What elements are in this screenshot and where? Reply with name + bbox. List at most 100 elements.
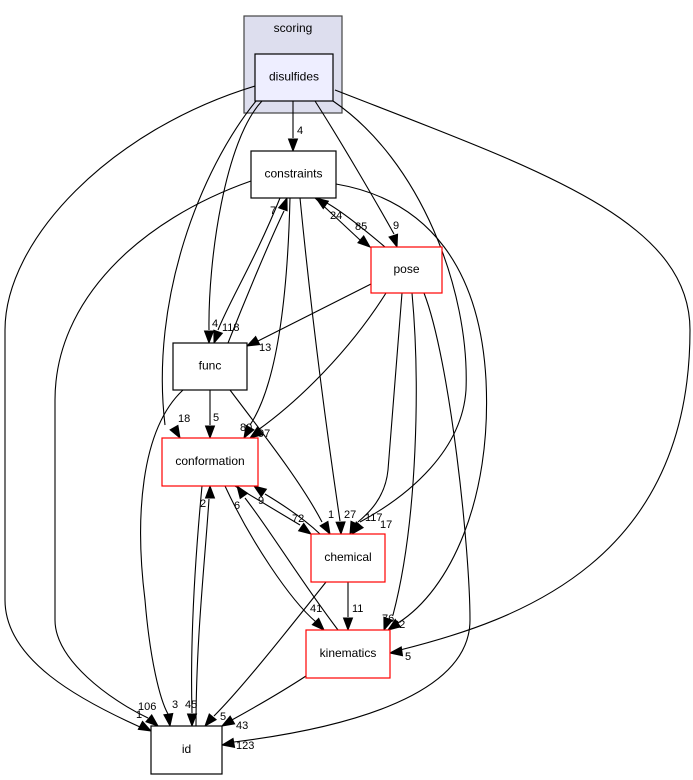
edge-line	[217, 197, 281, 331]
edge-disulfides-to-pose[interactable]	[314, 100, 399, 249]
node-box[interactable]	[172, 342, 248, 391]
node-label[interactable]: func	[199, 359, 222, 373]
edge-constraints-to-kinematics[interactable]	[335, 183, 488, 631]
node-kinematics[interactable]: kinematics	[305, 629, 391, 679]
edge-pose-to-constraints[interactable]	[314, 197, 386, 248]
edge-label[interactable]: 13	[259, 342, 271, 354]
edge-line	[191, 485, 203, 714]
edge-label[interactable]: 97	[258, 428, 270, 440]
edge-label[interactable]: 4	[297, 125, 303, 137]
node-pose[interactable]: pose	[370, 246, 443, 294]
edge-constraints-to-conformation[interactable]	[243, 197, 291, 440]
edge-line	[208, 100, 263, 331]
edge-label[interactable]: 6	[234, 500, 240, 512]
edge-label[interactable]: 123	[236, 740, 254, 752]
edge-chemical-to-kinematics[interactable]	[342, 582, 354, 632]
node-label[interactable]: id	[182, 742, 191, 756]
node-box[interactable]	[161, 437, 259, 487]
edge-label[interactable]: 106	[138, 701, 156, 713]
edge-label[interactable]: 17	[380, 519, 392, 531]
node-box[interactable]	[150, 725, 223, 775]
edge-label[interactable]: 4	[212, 318, 218, 330]
edge-label[interactable]: 45	[185, 699, 197, 711]
edge-disulfides-to-conformation[interactable]	[161, 100, 257, 440]
edge-label[interactable]: 85	[355, 221, 367, 233]
edge-line	[140, 389, 184, 715]
edge-label[interactable]: 24	[330, 210, 342, 222]
edge-label[interactable]: 27	[344, 509, 356, 521]
edge-label[interactable]: 1	[136, 709, 142, 721]
edge-chemical-to-conformation[interactable]	[252, 485, 321, 535]
edge-label[interactable]: 80	[240, 422, 252, 434]
edge-kinematics-to-id[interactable]	[220, 675, 307, 727]
edge-label[interactable]: 72	[292, 513, 304, 525]
node-label[interactable]: disulfides	[269, 70, 319, 84]
edge-line	[299, 197, 341, 522]
edge-label[interactable]: 18	[178, 413, 190, 425]
arrowhead-icon	[277, 196, 288, 212]
node-disulfides[interactable]: disulfides	[254, 53, 334, 102]
arrowhead-icon	[388, 233, 399, 249]
edge-disulfides-to-constraints[interactable]	[287, 101, 299, 153]
edge-disulfides-to-id[interactable]	[4, 85, 256, 732]
edge-label[interactable]: 76	[382, 613, 394, 625]
edge-label[interactable]: 5	[220, 711, 226, 723]
arrowhead-icon	[314, 197, 330, 210]
edge-pose-to-kinematics[interactable]	[383, 292, 417, 632]
edge-pose-to-chemical[interactable]	[349, 292, 403, 536]
node-constraints[interactable]: constraints	[250, 150, 337, 199]
edge-pose-to-func[interactable]	[245, 283, 372, 347]
edge-conformation-to-id[interactable]	[186, 485, 203, 728]
node-box[interactable]	[305, 629, 391, 679]
node-label[interactable]: kinematics	[320, 646, 377, 660]
edge-label[interactable]: 22	[393, 619, 405, 631]
node-func[interactable]: func	[172, 342, 248, 391]
node-box[interactable]	[250, 150, 337, 199]
node-label[interactable]: conformation	[175, 454, 244, 468]
arrowhead-icon	[203, 330, 215, 345]
edge-func-to-conformation[interactable]	[204, 390, 216, 440]
edge-label[interactable]: 5	[405, 651, 411, 663]
node-box[interactable]	[370, 246, 443, 294]
edge-label[interactable]: 2	[200, 498, 206, 510]
edge-conformation-to-kinematics[interactable]	[224, 485, 326, 632]
edge-label[interactable]: 118	[222, 322, 240, 334]
edge-pose-to-conformation[interactable]	[248, 292, 387, 439]
edge-line	[392, 292, 417, 616]
edge-pose-to-id[interactable]	[220, 292, 471, 748]
edge-label[interactable]: 5	[213, 412, 219, 424]
edge-kinematics-to-conformation[interactable]	[236, 484, 339, 631]
edge-id-to-conformation[interactable]	[195, 484, 216, 727]
edge-constraints-to-id[interactable]	[54, 180, 252, 727]
edge-line	[335, 183, 488, 624]
node-id[interactable]: id	[150, 725, 223, 775]
edge-line	[334, 89, 691, 651]
node-box[interactable]	[310, 533, 386, 583]
node-label[interactable]: pose	[393, 262, 419, 276]
edge-chemical-to-id[interactable]	[204, 581, 327, 728]
edge-func-to-constraints[interactable]	[227, 196, 288, 344]
edge-label[interactable]: 1	[328, 509, 334, 521]
edge-label[interactable]: 9	[393, 220, 399, 232]
edge-disulfides-to-func[interactable]	[203, 100, 263, 345]
edge-label[interactable]: 117	[365, 512, 383, 524]
edge-constraints-to-chemical[interactable]	[299, 197, 346, 536]
edge-label[interactable]: 43	[236, 720, 248, 732]
node-chemical[interactable]: chemical	[310, 533, 386, 583]
edge-label[interactable]: 9	[258, 495, 264, 507]
edge-func-to-chemical[interactable]	[229, 389, 331, 536]
edge-label[interactable]: 7	[270, 205, 276, 217]
node-box[interactable]	[254, 53, 334, 102]
arrowhead-icon	[357, 234, 372, 248]
node-conformation[interactable]: conformation	[161, 437, 259, 487]
node-label[interactable]: constraints	[264, 167, 322, 181]
arrowhead-icon	[311, 617, 326, 632]
edge-label[interactable]: 41	[310, 603, 322, 615]
edge-disulfides-to-kinematics[interactable]	[334, 89, 691, 657]
edge-constraints-to-func[interactable]	[213, 197, 281, 345]
edge-label[interactable]: 11	[352, 603, 363, 615]
edge-func-to-id[interactable]	[140, 389, 184, 728]
edge-label[interactable]: 3	[172, 699, 178, 711]
node-label[interactable]: chemical	[324, 550, 371, 564]
